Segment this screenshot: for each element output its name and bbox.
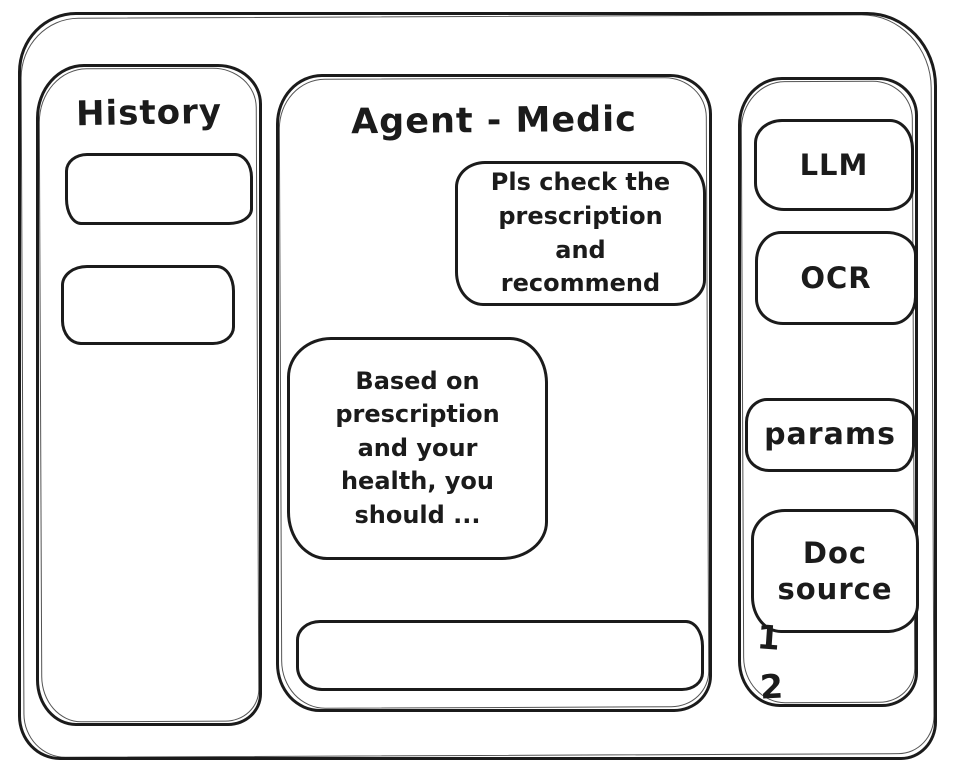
history-item[interactable] (61, 265, 235, 345)
tools-panel: LLM OCR params Doc source 1 2 (738, 77, 919, 707)
user-message-text: Pls check the prescription and recommend (490, 168, 671, 298)
history-panel: History (36, 64, 262, 726)
history-item[interactable] (65, 153, 253, 225)
history-title: History (75, 91, 223, 135)
assistant-message-bubble: Based on prescription and your health, y… (287, 337, 548, 560)
user-message-bubble: Pls check the prescription and recommend (455, 161, 706, 306)
chat-panel: Agent - Medic Pls check the prescription… (276, 74, 712, 712)
chat-title: Agent - Medic (350, 99, 638, 143)
ocr-button[interactable]: OCR (755, 231, 917, 325)
doc-source-item-2[interactable]: 2 (758, 666, 784, 707)
assistant-message-text: Based on prescription and your health, y… (335, 366, 500, 529)
message-input[interactable] (296, 620, 704, 691)
params-button[interactable]: params (745, 398, 915, 472)
llm-button[interactable]: LLM (754, 119, 914, 211)
doc-source-button[interactable]: Doc source (751, 509, 919, 633)
doc-source-item-1[interactable]: 1 (755, 617, 782, 658)
